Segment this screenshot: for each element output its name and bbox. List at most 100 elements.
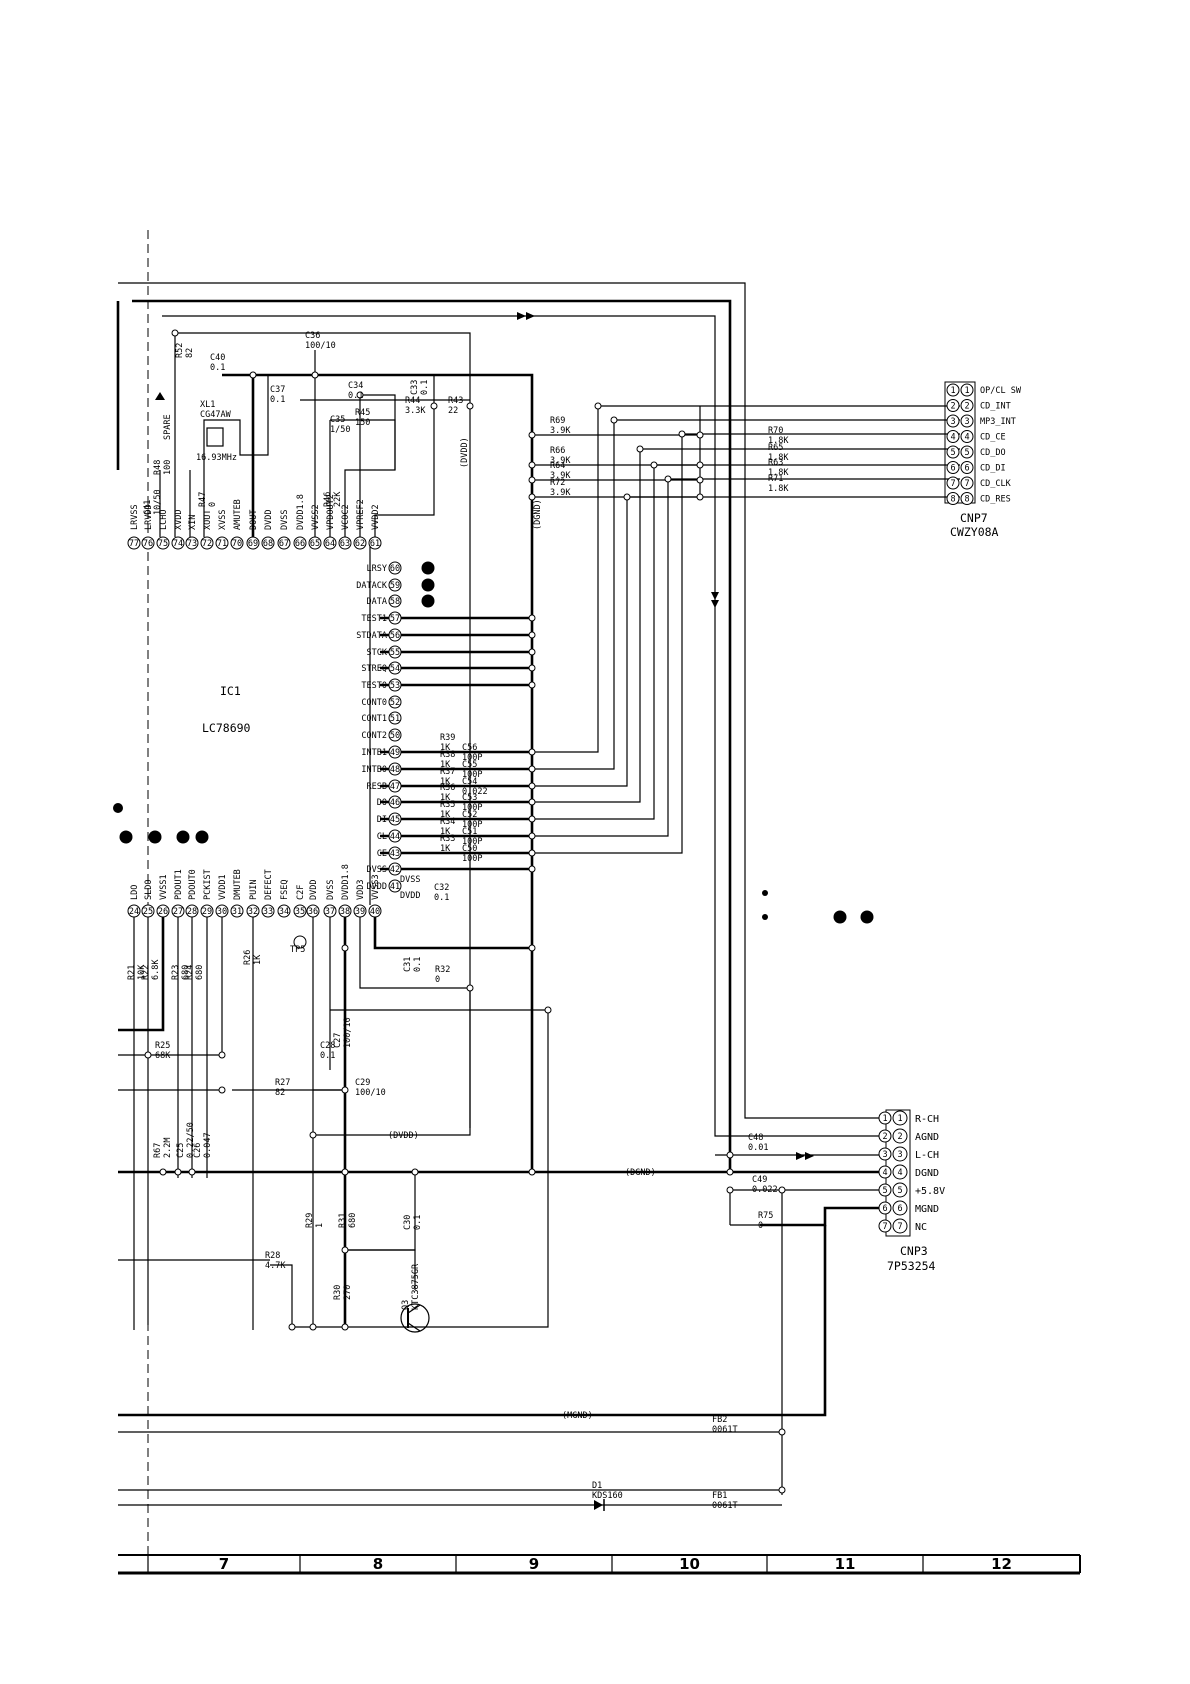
component-value: CG47AW [200,410,232,420]
pin-number-circle [946,445,960,459]
cnp3-pin-label: +5.8V [915,1186,945,1197]
component-value: 0 [208,502,218,507]
ic-bottom-pin-name: FSEQ [280,880,290,900]
pin-number: 1 [882,1114,887,1124]
pin-number: 5 [897,1186,902,1196]
component-value: 100P [462,803,482,813]
pin-number: 2 [950,402,955,412]
ic-bottom-pin-name: DVSS [326,880,336,900]
net-dvdd-label-2: (DVDD) [388,1131,419,1141]
pin-number: 4 [882,1168,887,1178]
ic-bottom-pin-name: PDOUT1 [174,869,184,900]
component-value: 1K [440,844,451,854]
component-ref: R36 [440,783,455,793]
component-ref: C34 [348,381,363,391]
pin-number-circle [388,795,402,809]
pin-number: 38 [340,907,350,917]
pin-number-circle [338,904,352,918]
ic-top-pin-name: AMUTEB [233,499,243,530]
wiring [116,230,1081,1575]
ic-bottom-pin-name: VVDD1 [218,874,228,900]
pin-number: 44 [390,832,400,842]
pin-number-circle [353,904,367,918]
ic-bottom-pin-name: DMUTEB [233,869,243,900]
component-value: 100/10 [355,1088,386,1098]
cnp7-pin-label: CD_DI [980,464,1006,474]
pin-number-circle [946,414,960,428]
pin-number: 4 [950,433,955,443]
cnp7-part: CWZY08A [950,525,999,539]
component-ref: R27 [275,1078,290,1088]
component-value: 0 [758,1221,763,1231]
ic-bottom-pin-name: C2F [296,885,306,900]
ic-bottom-pin-name: DEFECT [264,869,274,900]
pin-number: 24 [129,907,139,917]
pin-number-circle [960,492,974,505]
pin-number-circle [388,779,402,793]
pin-number: 61 [370,539,380,549]
pin-number: 7 [882,1222,887,1232]
ic-top-pin-name: XVSS [218,510,228,530]
cnp3-pin-label: DGND [915,1168,939,1179]
component-ref: C30 [403,1215,413,1230]
pin-number: 49 [390,748,400,758]
component-value: 1K [440,743,451,753]
component-value: 100P [462,770,482,780]
component-ref: C33 [410,380,420,395]
pin-number: 60 [390,564,400,574]
pin-number-circle [892,1110,908,1126]
component-value: 680 [348,1213,358,1228]
net-dgnd-label-2: (DGND) [625,1168,656,1178]
pin-number: 75 [158,539,168,549]
component-value: 100 [163,460,173,475]
component-value: 0061T [712,1501,738,1511]
ic-bottom-pin-name: LDO [130,885,140,900]
component-ref: R26 [243,950,253,965]
ic-right-pin-name: DVSS [367,865,387,875]
pin-number: 29 [202,907,212,917]
component-ref: R22 [141,965,151,980]
ic-right-pin-name: STCK [367,648,388,658]
pin-number: 57 [390,614,400,624]
component-ref: R71 [768,474,783,484]
pin-number-circle [353,536,367,550]
pin-number: 30 [217,907,227,917]
pin-number-circle [946,461,960,474]
component-ref: R37 [440,767,455,777]
ic-top-pin-name: DVSS [280,510,290,530]
ic-right-pin-name: DI [377,815,387,825]
pin-number-circle [200,536,214,550]
ic-right-pin-name: LRSY [367,564,387,574]
pin-number-circle [388,745,402,759]
pin-number-circle [156,536,170,550]
component-value: 4.7K [265,1261,286,1271]
pin-number: 2 [882,1132,887,1142]
pin-number-circle [946,430,960,443]
pin-number-circle [338,536,352,550]
pin-number-circle [960,461,974,474]
ic-top-pin-name: LRVSS [130,504,140,530]
component-value: 100P [462,753,482,763]
ic-bottom-pin-name: VDD3 [356,880,366,900]
grid-cell-label: 7 [219,1555,229,1573]
cnp3-ref: CNP3 [900,1244,928,1258]
pin-number-circle [171,904,185,918]
pin-number-circle [946,399,960,412]
component-value: 1K [440,777,451,787]
pin-number: 63 [340,539,350,549]
component-ref: XL1 [200,400,215,410]
pin-number: 5 [964,448,969,458]
ic-right-pin-name: DVDD [367,882,387,892]
component-ref: C26 [193,1143,203,1158]
component-ref: R44 [405,396,420,406]
pin-number: 45 [390,815,400,825]
component-value: 100/10 [343,1017,353,1048]
component-ref: C51 [462,827,477,837]
component-value: 0.01 [748,1143,768,1153]
component-ref: C35 [330,415,345,425]
pin-number-circle [388,829,402,843]
component-ref: R70 [768,426,783,436]
cnp7-pin-label: CD_CE [980,433,1006,443]
